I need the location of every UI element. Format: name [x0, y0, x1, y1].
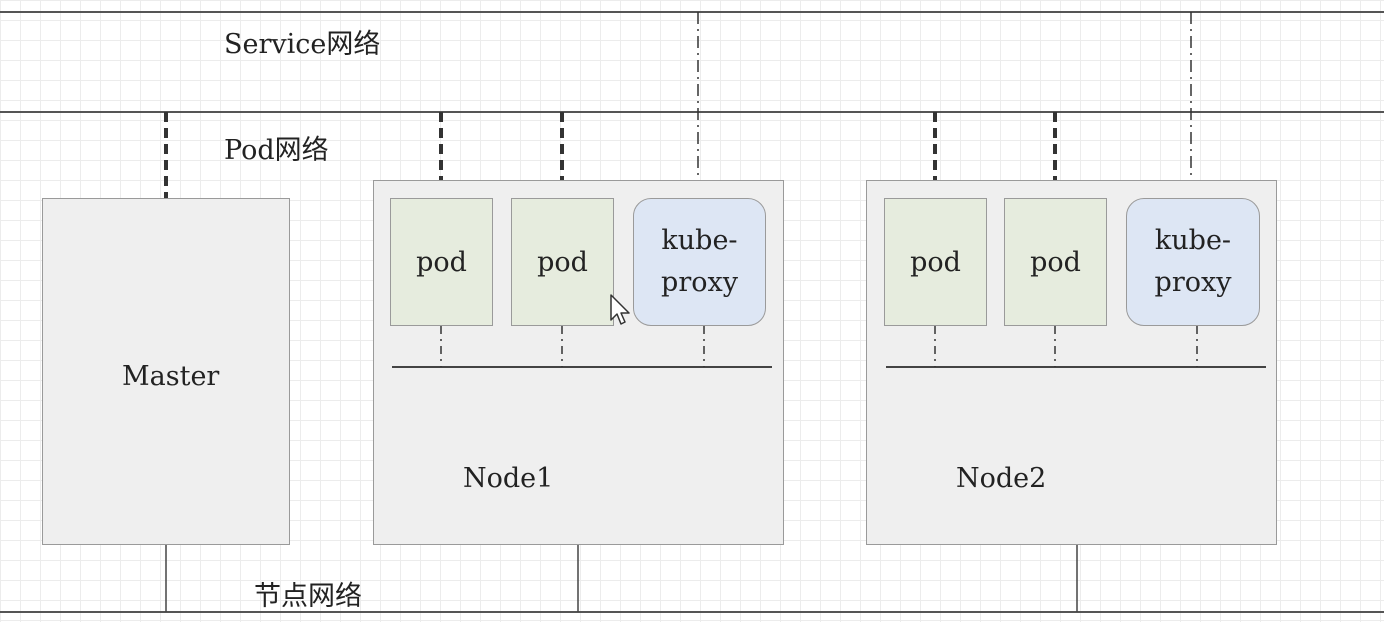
kube-proxy-label-line2: proxy	[661, 267, 738, 298]
node2-label: Node2	[956, 463, 1047, 494]
pod-label: pod	[1030, 246, 1081, 278]
master-label: Master	[122, 361, 220, 392]
node1-pod-2: pod	[511, 198, 614, 326]
kube-proxy-label-line2: proxy	[1154, 267, 1232, 298]
node-network-links	[165, 545, 1078, 612]
pod-label: pod	[537, 246, 588, 278]
node2-pod-2: pod	[1004, 198, 1107, 326]
kube-proxy-label-line1: kube-	[661, 225, 738, 256]
pod-label: pod	[416, 246, 467, 278]
service-network-links	[697, 12, 1192, 198]
pod-network-label: Pod网络	[224, 135, 329, 166]
master-box: Master	[42, 198, 290, 545]
mouse-pointer-icon	[610, 294, 630, 325]
node1-pod-1: pod	[390, 198, 493, 326]
node1-kube-proxy: kube- proxy	[633, 198, 766, 326]
service-network-label: Service网络	[224, 29, 381, 60]
node2-kube-proxy: kube- proxy	[1126, 198, 1260, 326]
internal-dash-dot-links	[440, 326, 1198, 367]
node2-pod-1: pod	[884, 198, 987, 326]
pod-label: pod	[910, 246, 961, 278]
node1-label: Node1	[463, 463, 554, 494]
kube-proxy-label-line1: kube-	[1154, 225, 1232, 256]
node-network-label: 节点网络	[254, 581, 362, 612]
